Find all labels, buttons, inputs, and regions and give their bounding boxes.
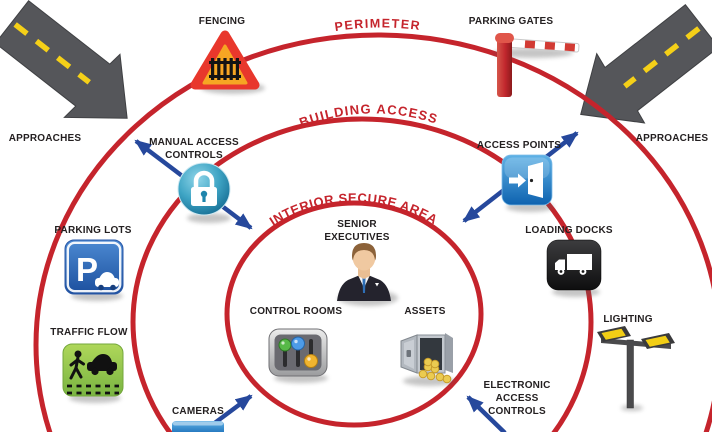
interior-secure-ring xyxy=(224,200,484,428)
parking-gates-label: PARKING GATES xyxy=(469,16,554,27)
car-glyph xyxy=(87,354,117,376)
pedestrian-glyph xyxy=(69,350,85,380)
access-points-door-icon xyxy=(501,154,554,212)
approaches-right-label: APPROACHES xyxy=(636,133,709,144)
approaches-left-label: APPROACHES xyxy=(9,133,82,144)
assets-label: ASSETS xyxy=(404,306,445,317)
perimeter-ring xyxy=(33,32,712,432)
loading-docks-truck-icon xyxy=(546,239,602,297)
access-points-label: ACCESS POINTS xyxy=(477,140,561,151)
loading-docks-label: LOADING DOCKS xyxy=(525,225,613,236)
manual-access-controls-label-line2: CONTROLS xyxy=(165,150,223,161)
perimeter-ring-title-text: PERIMETER xyxy=(334,16,421,34)
parking-lots-icon: P xyxy=(64,239,124,301)
cameras-label: CAMERAS xyxy=(172,406,224,417)
traffic-flow-label: TRAFFIC FLOW xyxy=(50,327,128,338)
parking-lots-label: PARKING LOTS xyxy=(54,225,131,236)
assets-safe-icon xyxy=(400,333,455,386)
cameras-flow-arrow xyxy=(210,394,253,427)
electronic-access-flow-arrow xyxy=(466,395,507,432)
parking-gate-barrier-icon xyxy=(493,33,580,97)
senior-executives-label-line2: EXECUTIVES xyxy=(324,232,389,243)
senior-executives-person-icon xyxy=(337,243,398,306)
lighting-pole-icon xyxy=(597,326,675,411)
electronic-access-controls-label-line1: ELECTRONIC xyxy=(484,380,551,391)
parking-car-glyph xyxy=(95,272,119,291)
fencing-label: FENCING xyxy=(199,16,245,27)
manual-access-controls-label-line1: MANUAL ACCESS xyxy=(149,137,239,148)
cameras-icon xyxy=(172,421,224,432)
approach-road-left-icon xyxy=(0,0,128,119)
lighting-label: LIGHTING xyxy=(603,314,652,325)
parking-p-glyph: P xyxy=(76,251,98,288)
perimeter-ring-title: PERIMETER xyxy=(334,16,422,34)
senior-executives-label-line1: SENIOR xyxy=(337,219,377,230)
gold-coins-glyph xyxy=(418,357,452,384)
traffic-flow-icon xyxy=(62,343,124,403)
electronic-access-controls-label-line3: CONTROLS xyxy=(488,406,546,417)
building-access-ring xyxy=(130,116,594,432)
control-rooms-panel-icon xyxy=(268,328,328,383)
electronic-access-controls-label-line2: ACCESS xyxy=(496,393,539,404)
fencing-warning-triangle-icon xyxy=(190,30,265,94)
manual-access-lock-icon xyxy=(177,162,231,223)
control-rooms-label: CONTROL ROOMS xyxy=(250,306,343,317)
approach-road-right-icon xyxy=(580,4,712,124)
